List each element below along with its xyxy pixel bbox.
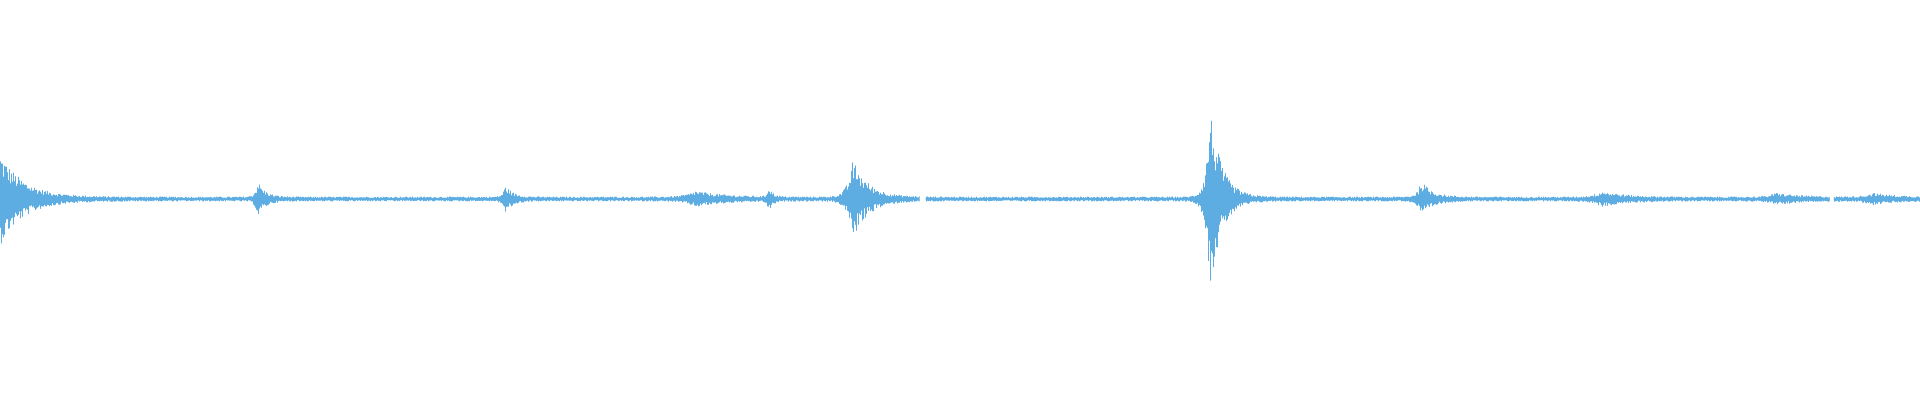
waveform-trace (0, 120, 1920, 281)
waveform-gap (919, 197, 926, 201)
waveform-samples (0, 120, 1920, 281)
waveform-gap (1829, 197, 1834, 201)
